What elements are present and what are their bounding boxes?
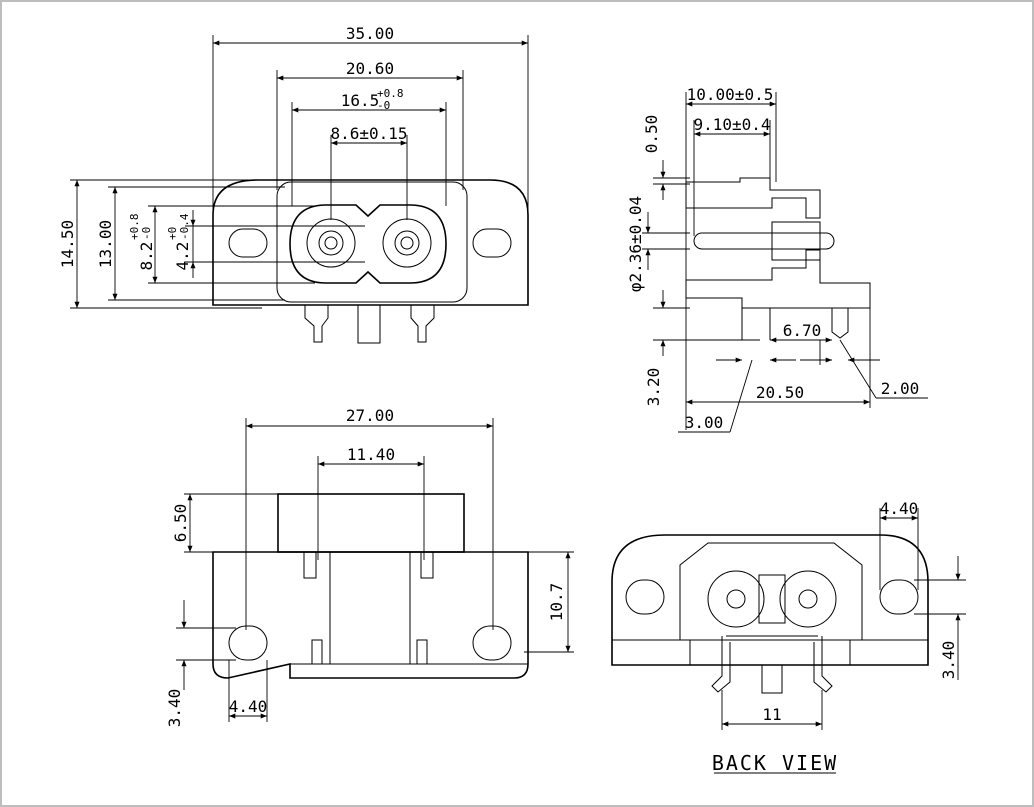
dim-4-2-lower: -0.4 (178, 213, 191, 240)
dim-3-20: 3.20 (644, 368, 663, 407)
front-terminal-right (410, 305, 435, 343)
dim-diameter-2-36: φ2.36±0.04 (626, 196, 645, 292)
front-terminal-left (304, 305, 329, 343)
dim-6-70: 6.70 (783, 321, 822, 340)
dim-10-00: 10.00±0.5 (687, 85, 774, 104)
front-view: 35.00 20.60 16.5 +0.8 -0 8.6±0.15 14.50 … (58, 24, 529, 344)
bottom-slot-tl (303, 551, 317, 579)
bottom-slot-bl (311, 639, 323, 665)
back-center-block (758, 574, 786, 624)
bottom-slot-tr (420, 551, 434, 579)
dim-8-6: 8.6±0.15 (330, 124, 407, 143)
dim-27: 27.00 (346, 406, 394, 425)
back-hole-left (625, 579, 665, 615)
front-mount-hole-right (472, 228, 512, 258)
dim-6-50: 6.50 (171, 504, 190, 543)
dim-3-00: 3.00 (685, 413, 724, 432)
dim-4-40-back: 4.40 (880, 499, 919, 518)
front-terminal-center (357, 304, 381, 344)
back-terminal-left (711, 636, 731, 693)
front-pin-left-core (324, 236, 338, 250)
front-socket-cavity (289, 204, 447, 284)
side-pin-collar (771, 221, 821, 261)
dim-16-5: 16.5 (341, 91, 380, 110)
bottom-view: 27.00 11.40 6.50 10.7 3.40 4.40 (165, 406, 574, 727)
back-hole-right (879, 579, 919, 615)
dim-16-5-upper: +0.8 (377, 87, 404, 100)
dim-4-2-upper: +0 (166, 227, 179, 240)
dim-11-40: 11.40 (347, 445, 395, 464)
bottom-flange-outline (212, 551, 529, 679)
dim-16-5-lower: -0 (377, 99, 390, 112)
bottom-hole-right (472, 625, 512, 661)
dim-9-10: 9.10±0.4 (693, 115, 770, 134)
side-view: 10.00±0.5 9.10±0.4 0.50 φ2.36±0.04 6.70 … (626, 85, 928, 433)
bottom-hole-left (228, 625, 268, 661)
back-pin-housing-left (707, 570, 765, 628)
dim-8-2: 8.2 (137, 242, 156, 271)
dim-35: 35.00 (346, 24, 394, 43)
dim-4-2: 4.2 (173, 242, 192, 271)
back-view: 4.40 3.40 11 BACK VIEW (611, 499, 966, 775)
back-terminal-center (761, 664, 783, 694)
dim-3-40-back: 3.40 (939, 641, 958, 680)
front-flange-outline (212, 179, 529, 306)
front-pin-right-core (400, 236, 414, 250)
dim-13-00: 13.00 (96, 220, 115, 268)
dim-10-7: 10.7 (547, 583, 566, 622)
dim-8-2-lower: -0 (140, 227, 153, 240)
dim-3-40-bottom: 3.40 (165, 689, 184, 728)
front-pin-right-outer (382, 218, 432, 268)
side-terminal-tip (831, 308, 849, 339)
side-body-lower (685, 249, 871, 309)
front-pin-left (318, 230, 344, 256)
dim-0-50: 0.50 (642, 115, 661, 154)
bottom-top-block (277, 493, 465, 553)
dim-20-50: 20.50 (756, 383, 804, 402)
back-pin-right (798, 589, 818, 609)
back-terminal-right (813, 636, 833, 693)
front-mount-hole-left (228, 228, 268, 258)
side-body-upper (685, 177, 821, 219)
side-pin (693, 232, 835, 250)
back-view-title: BACK VIEW (712, 751, 838, 775)
dim-2-00: 2.00 (881, 379, 920, 398)
front-socket-body (276, 181, 468, 303)
dim-14-50: 14.50 (58, 220, 77, 268)
dim-20-60: 20.60 (346, 59, 394, 78)
back-pin-left (726, 589, 746, 609)
dim-4-40-bottom: 4.40 (229, 697, 268, 716)
dim-11: 11 (762, 705, 781, 724)
dim-8-2-upper: +0.8 (128, 214, 141, 241)
back-pin-housing-right (779, 570, 837, 628)
front-pin-right (394, 230, 420, 256)
bottom-slot-br (416, 639, 428, 665)
